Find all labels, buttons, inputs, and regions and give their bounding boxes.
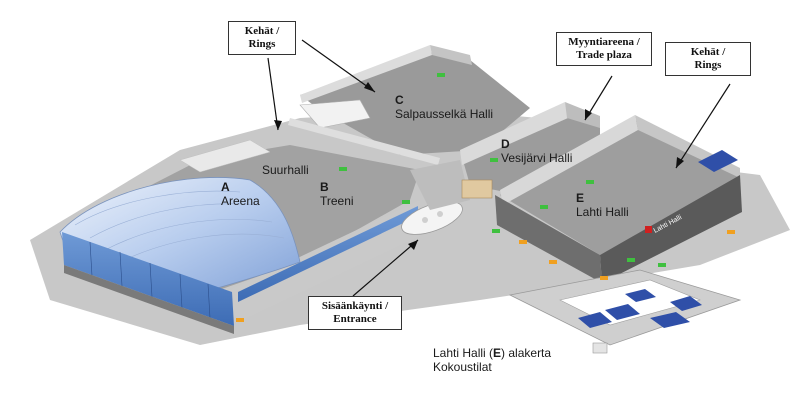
foyer-structure [461,179,493,199]
meeting-room-3 [625,289,656,302]
meeting-room-4 [650,312,690,328]
hall-c-name: Salpausselkä Halli [395,107,494,121]
pointer-arrowheads [274,82,684,250]
basement-caption-suffix: ) alakerta [501,346,552,360]
exit-marker [339,167,347,171]
callout-trade-plaza-line1: Myyntiareena / [568,36,640,48]
hall-c-letter: C [395,93,404,107]
exit-marker [627,258,635,262]
stands-block [299,99,371,129]
pointer-salpausselka [301,39,376,93]
meeting-room-5 [670,296,702,311]
exit-marker [437,73,445,77]
hall-b-name: Treeni [320,194,354,208]
hall-d-name: Vesijärvi Halli [501,151,573,165]
dome-ribs [74,190,285,263]
exit-marker [586,180,594,184]
exit-marker [540,205,548,209]
salpausselka-hall-side-wall [430,45,472,65]
lahti-hall-left-wall [495,195,602,283]
meeting-room-1 [578,312,612,328]
callout-entrance-line1: Sisäänkäynti / [321,300,389,312]
hall-d-letter: D [501,137,510,151]
basement-stair [592,342,608,354]
exit-marker [492,229,500,233]
facade-mullions [89,241,211,319]
entrance-foyer [410,160,470,210]
door-marker [727,230,735,234]
label-hall-e: E Lahti Halli [576,191,629,219]
suurhalli-window-strip [238,206,418,302]
hall-a-letter: A [221,180,230,194]
exit-marker [402,200,410,204]
basement-caption-line1: Lahti Halli (E) alakerta [433,346,551,360]
walkway [288,118,440,165]
callout-rings-left: Kehät / Rings [228,21,296,55]
lahti-hall-back-wall [500,115,638,205]
hall-e-name: Lahti Halli [576,205,629,219]
callout-entrance-line2: Entrance [333,313,377,325]
door-marker [549,260,557,264]
vesijarvi-hall-wall [460,102,568,165]
areena-glass-facade [62,232,234,326]
exit-marker [490,158,498,162]
meeting-room-2 [605,304,640,320]
label-hall-d: D Vesijärvi Halli [501,137,572,165]
callout-rings-right-line1: Kehät / [690,46,726,58]
salpausselka-hall-back-wall [300,45,432,103]
canopy-light-2 [437,211,443,217]
lahti-hall-front-wall [600,175,742,283]
callout-trade-plaza-line2: Trade plaza [576,49,632,61]
suurhalli-name: Suurhalli [262,163,309,177]
pointer-rings-left [267,57,279,131]
label-hall-c: C Salpausselkä Halli [395,93,493,121]
callout-rings-left-line1: Kehät / [244,25,280,37]
callout-entrance: Sisäänkäynti / Entrance [308,296,402,330]
callout-pointers [267,39,731,297]
exit-marker [658,263,666,267]
door-marker [519,240,527,244]
basement-caption-prefix: Lahti Halli ( [433,346,494,360]
pointer-entrance [352,239,419,297]
label-hall-b: B Treeni [320,180,354,208]
basement-caption-line2: Kokoustilat [433,360,492,374]
hall-a-name: Areena [221,194,260,208]
hall-e-letter: E [576,191,585,205]
basement-caption: Lahti Halli (E) alakerta Kokoustilat [433,346,551,374]
trade-plaza-wall [565,102,600,128]
callout-trade-plaza: Myyntiareena / Trade plaza [556,32,652,66]
lahti-hall-court [698,150,738,172]
facade-base [64,265,234,334]
basement-caption-letter: E [493,346,502,360]
label-suurhalli: Suurhalli [262,163,309,177]
callout-rings-right: Kehät / Rings [665,42,751,76]
callout-rings-right-line2: Rings [694,59,722,71]
exit-markers [339,73,666,267]
door-marker [236,318,244,322]
callout-rings-left-line2: Rings [248,38,276,50]
door-markers [236,230,735,322]
pointer-rings-right [675,83,731,169]
lahti-hall-floor [500,120,740,255]
canopy-light-1 [422,217,428,223]
stand-rows [179,139,271,173]
door-marker [600,276,608,280]
label-hall-a: A Areena [221,180,260,208]
lahti-halli-sign-logo [645,226,652,233]
entrance-canopy [401,201,463,235]
hall-b-letter: B [320,180,329,194]
